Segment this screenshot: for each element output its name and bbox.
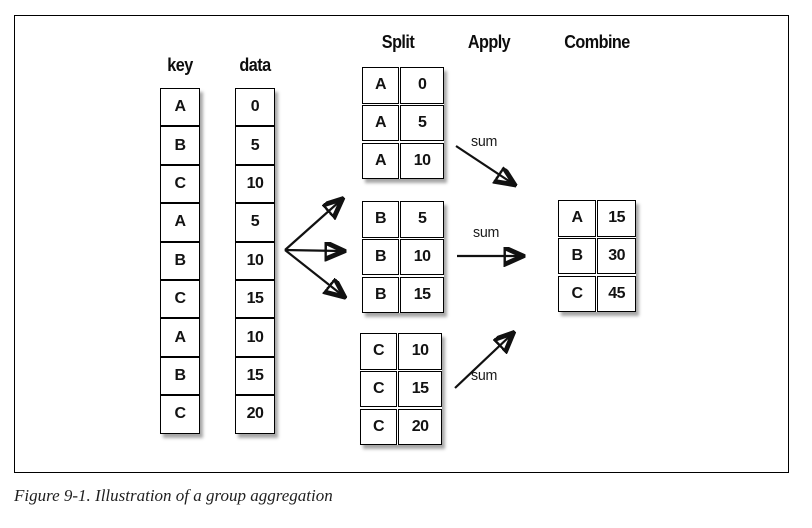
key-cell: A	[160, 318, 200, 357]
split-key-cell: C	[360, 408, 397, 446]
data-cell: 20	[235, 395, 275, 434]
data-column-header: data	[239, 55, 271, 75]
combine-value-cell: 15	[597, 200, 637, 237]
data-cell: 15	[235, 356, 275, 396]
key-column: A B C A B C A B C	[160, 88, 200, 434]
combine-key-cell: A	[558, 200, 596, 237]
split-key-cell: B	[362, 276, 399, 314]
data-column: 0 5 10 5 10 15 10 15 20	[235, 88, 275, 434]
split-table-group-a: A 0 A 5 A 10	[362, 67, 445, 180]
apply-label-sum-a: sum	[471, 133, 498, 150]
key-cell: A	[160, 203, 200, 242]
split-value-cell: 20	[398, 408, 443, 446]
key-cell: C	[160, 279, 200, 319]
combine-value-cell: 45	[597, 275, 637, 313]
split-value-cell: 10	[400, 238, 445, 276]
stage-header-split: Split	[381, 32, 415, 52]
apply-label-sum-b: sum	[473, 224, 500, 241]
split-value-cell: 5	[400, 104, 445, 142]
apply-label-sum-c: sum	[471, 367, 498, 384]
split-value-cell: 15	[398, 370, 443, 408]
key-cell: A	[160, 88, 200, 127]
split-value-cell: 15	[400, 276, 445, 314]
data-cell: 10	[235, 164, 275, 204]
data-cell: 0	[235, 88, 275, 127]
split-key-cell: C	[360, 333, 397, 370]
key-cell: C	[160, 395, 200, 434]
key-column-header: key	[167, 55, 193, 75]
split-key-cell: A	[362, 142, 399, 180]
combine-key-cell: B	[558, 237, 596, 275]
combine-key-cell: C	[558, 275, 596, 313]
combine-value-cell: 30	[597, 237, 637, 275]
stage-header-combine: Combine	[564, 32, 630, 52]
split-value-cell: 0	[400, 67, 445, 104]
data-cell: 15	[235, 279, 275, 319]
figure-caption: Figure 9-1. Illustration of a group aggr…	[14, 486, 333, 505]
split-key-cell: A	[362, 104, 399, 142]
key-cell: B	[160, 126, 200, 165]
data-cell: 5	[235, 126, 275, 165]
key-cell: B	[160, 241, 200, 280]
key-cell: C	[160, 164, 200, 204]
key-cell: B	[160, 356, 200, 396]
stage-header-apply: Apply	[467, 32, 511, 52]
combine-table: A 15 B 30 C 45	[558, 200, 637, 313]
split-table-group-c: C 10 C 15 C 20	[360, 333, 443, 446]
split-value-cell: 10	[400, 142, 445, 180]
split-table-group-b: B 5 B 10 B 15	[362, 201, 445, 314]
split-key-cell: A	[362, 67, 399, 104]
data-cell: 10	[235, 241, 275, 280]
data-cell: 5	[235, 203, 275, 242]
split-key-cell: B	[362, 201, 399, 238]
split-value-cell: 10	[398, 333, 443, 370]
split-value-cell: 5	[400, 201, 445, 238]
data-cell: 10	[235, 318, 275, 357]
split-key-cell: C	[360, 370, 397, 408]
split-key-cell: B	[362, 238, 399, 276]
